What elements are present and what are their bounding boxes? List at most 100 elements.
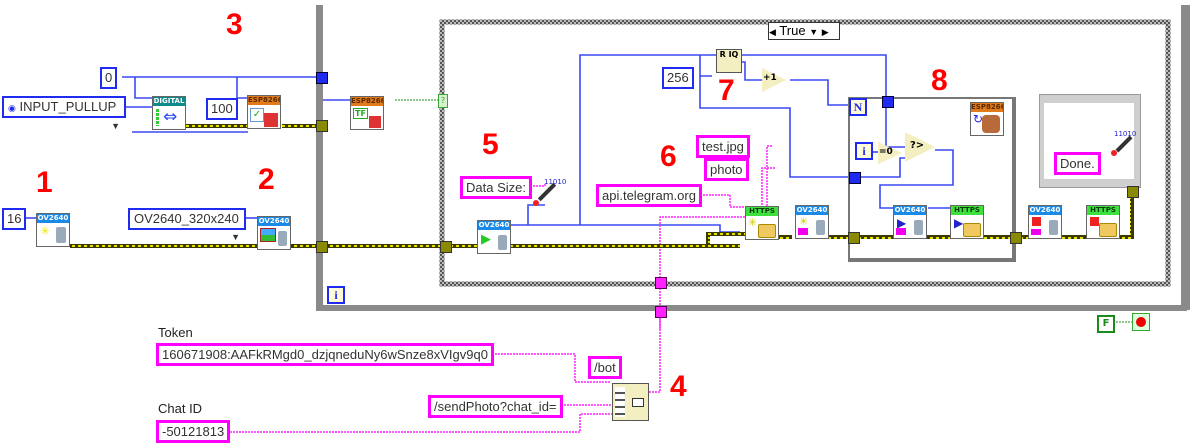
- quotient-remainder-node[interactable]: R IQ: [716, 49, 742, 73]
- esp8266-sd-node[interactable]: ESP8266 TF: [350, 96, 384, 130]
- ov2640-header: OV2640: [258, 217, 290, 226]
- esp8266-begin-node[interactable]: ESP8266 ✓: [247, 95, 281, 129]
- increment-label: +1: [763, 73, 777, 83]
- concatenate-output-icon: [632, 398, 644, 407]
- play-icon: ▶: [481, 232, 491, 247]
- step-number-8: 8: [931, 64, 948, 97]
- pin-leds-icon: [156, 109, 159, 126]
- ov2640-buffer-node[interactable]: OV2640 ✳: [795, 205, 829, 239]
- select-icon: ?>: [910, 140, 925, 151]
- folder-upload-icon: [758, 224, 776, 238]
- camera-icon: [816, 220, 825, 235]
- resolution-ring[interactable]: OV2640_320x240 ▼: [128, 208, 246, 242]
- stop-sign-icon: [1136, 317, 1146, 327]
- loop-tunnel-string: [655, 306, 667, 318]
- pin-mode-ring[interactable]: ◉ INPUT_PULLUP ▼: [2, 96, 126, 131]
- ov2640-header: OV2640: [796, 206, 828, 215]
- loop-condition-terminal[interactable]: [1132, 313, 1150, 331]
- concatenate-strings-node[interactable]: [612, 383, 649, 421]
- field-name-constant[interactable]: photo: [704, 158, 749, 181]
- loop-tunnel-numeric: [316, 72, 328, 84]
- for-loop-tunnel-numeric: [882, 96, 894, 108]
- data-size-label-constant[interactable]: Data Size:: [460, 176, 532, 199]
- stop-icon: [1032, 217, 1041, 226]
- loop-tunnel-resource: [316, 241, 328, 253]
- for-loop-count-terminal: N: [849, 98, 867, 116]
- bot-prefix-constant[interactable]: /bot: [588, 356, 622, 379]
- chevron-down-icon[interactable]: ▼: [809, 27, 819, 37]
- camera-icon: [278, 231, 287, 246]
- case-selector-terminal[interactable]: ?: [438, 94, 448, 108]
- step-number-5: 5: [482, 128, 499, 161]
- delay-constant[interactable]: 100: [206, 98, 238, 120]
- camera-icon: [914, 220, 923, 235]
- increment-case-arrow[interactable]: ▶: [821, 27, 829, 37]
- serial-print-probe-icon: 11010: [1110, 130, 1138, 160]
- for-loop-tunnel-numeric: [849, 172, 861, 184]
- https-write-node[interactable]: HTTPS ▶: [950, 205, 984, 239]
- quotient-remainder-label: R IQ: [719, 50, 739, 59]
- done-message-constant[interactable]: Done.: [1054, 152, 1101, 175]
- resolution-value: OV2640_320x240: [134, 211, 239, 226]
- chevron-down-icon[interactable]: ▼: [111, 121, 120, 131]
- esp8266-yield-node[interactable]: ESP8266 ↻: [970, 102, 1004, 136]
- ov2640-init-node[interactable]: OV2640 ✳: [36, 213, 70, 247]
- buffer-icon: [1031, 229, 1041, 235]
- pin-mode-dot-icon: ◉: [8, 103, 16, 113]
- chunk-size-constant[interactable]: 256: [662, 67, 694, 89]
- ov2640-header: OV2640: [1029, 206, 1061, 215]
- host-constant[interactable]: api.telegram.org: [596, 184, 702, 207]
- select-node[interactable]: [905, 132, 935, 162]
- camera-pin-constant[interactable]: 16: [2, 208, 27, 230]
- ov2640-capture-node[interactable]: OV2640 ▶: [477, 220, 511, 254]
- while-loop-iteration-terminal: i: [327, 286, 345, 304]
- chevron-down-icon[interactable]: ▼: [231, 232, 240, 242]
- ov2640-read-chunk-node[interactable]: OV2640 ▶: [893, 205, 927, 239]
- https-open-node[interactable]: HTTPS ✳: [745, 206, 779, 240]
- decrement-case-arrow[interactable]: ◀: [769, 27, 776, 37]
- send-photo-path-constant[interactable]: /sendPhoto?chat_id=: [428, 395, 563, 418]
- increment-node[interactable]: [762, 68, 786, 92]
- https-header: HTTPS: [746, 207, 778, 216]
- chat-id-input[interactable]: -50121813: [156, 420, 231, 443]
- digital-pin-mode-node[interactable]: DIGITAL ⇔: [152, 96, 186, 130]
- token-input[interactable]: 160671908:AAFkRMgd0_dzjqneduNy6wSnze8xVI…: [156, 343, 494, 366]
- buffer-icon: [798, 228, 808, 235]
- for-loop-iteration-terminal: i: [855, 142, 873, 160]
- while-loop-right-edge: [1184, 5, 1190, 310]
- sequence-tunnel-resource: [1127, 186, 1139, 198]
- init-star-icon: ✳: [799, 215, 809, 228]
- folder-upload-icon: [963, 223, 981, 237]
- wifi-logo-icon: [369, 116, 381, 128]
- ov2640-header: OV2640: [894, 206, 926, 215]
- resource-wire: [70, 244, 258, 248]
- https-close-node[interactable]: HTTPS: [1086, 205, 1120, 239]
- for-loop-tunnel-resource: [848, 232, 860, 244]
- folder-upload-icon: [1099, 223, 1117, 237]
- case-selector[interactable]: ◀ True ▼ ▶: [768, 22, 840, 40]
- ov2640-header: OV2640: [37, 214, 69, 223]
- step-number-7: 7: [718, 74, 735, 107]
- pin-number-constant[interactable]: 0: [100, 67, 118, 89]
- camera-icon: [1049, 220, 1058, 235]
- equal-zero-node[interactable]: [878, 142, 902, 164]
- esp8266-header: ESP8266: [351, 97, 383, 106]
- step-number-6: 6: [660, 140, 677, 173]
- ov2640-close-node[interactable]: OV2640: [1028, 205, 1062, 239]
- ov2640-header: OV2640: [478, 221, 510, 230]
- case-tunnel-string: [655, 277, 667, 289]
- step-number-3: 3: [226, 8, 243, 41]
- init-star-icon: ✳: [748, 216, 758, 229]
- step-number-4: 4: [670, 370, 687, 403]
- checkmark-icon: ✓: [250, 108, 264, 122]
- camera-icon: [498, 235, 507, 250]
- stop-false-constant[interactable]: F: [1097, 315, 1115, 333]
- esp8266-header: ESP8266: [971, 103, 1003, 112]
- wifi-logo-icon: [264, 113, 278, 127]
- filename-constant[interactable]: test.jpg: [696, 135, 750, 158]
- chat-id-label: Chat ID: [158, 401, 203, 416]
- buffer-icon: [896, 228, 906, 235]
- case-selector-value: True: [779, 23, 806, 38]
- ov2640-set-resolution-node[interactable]: OV2640: [257, 216, 291, 250]
- play-icon: ▶: [954, 216, 964, 230]
